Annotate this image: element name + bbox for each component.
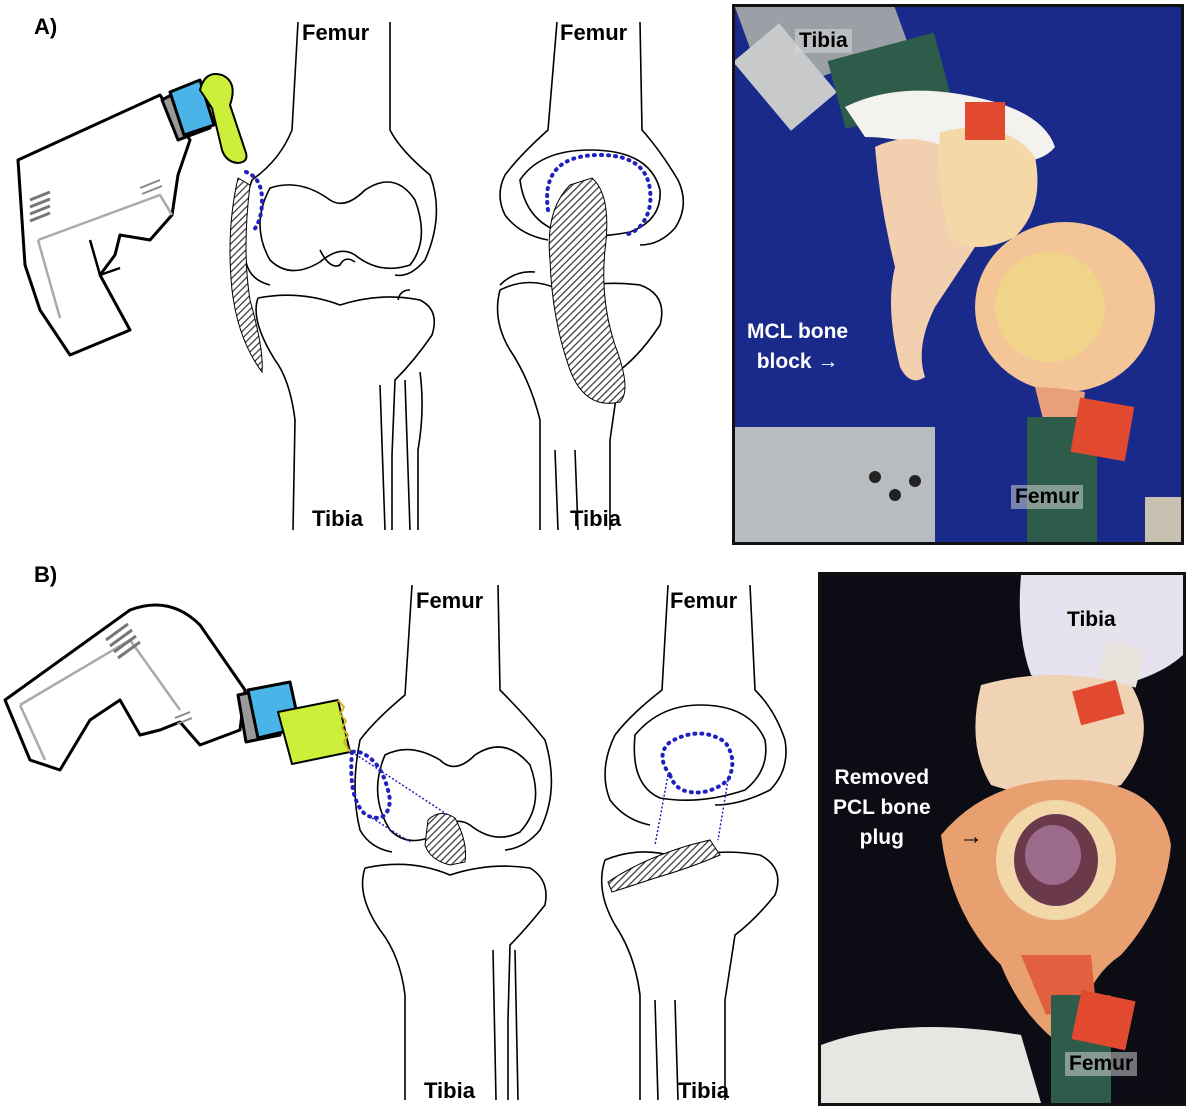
knee-view-a1 bbox=[243, 22, 436, 530]
photo-b-tibia-label: Tibia bbox=[1063, 608, 1120, 632]
photo-a-femur-label: Femur bbox=[1011, 485, 1083, 509]
tibia-label-b1: Tibia bbox=[424, 1078, 475, 1104]
photo-b-femur-label: Femur bbox=[1065, 1052, 1137, 1076]
tibia-label-b2: Tibia bbox=[678, 1078, 729, 1104]
specimen-photo-a: Tibia Femur MCL bone block → bbox=[732, 4, 1184, 545]
photo-b-annotation-line3: plug bbox=[833, 823, 931, 853]
tibia-label-a1: Tibia bbox=[312, 506, 363, 532]
drill-icon-a bbox=[18, 74, 246, 355]
photo-b-annotation-line1: Removed bbox=[833, 763, 931, 793]
bone-plug-dots-b2 bbox=[663, 734, 733, 793]
pcl-hatch-b2 bbox=[608, 840, 720, 892]
tibia-label-a2: Tibia bbox=[570, 506, 621, 532]
photo-a-tibia-label: Tibia bbox=[795, 29, 852, 53]
pcl-hatch-a bbox=[549, 178, 625, 403]
photo-a-annotation-line1: MCL bone bbox=[747, 317, 848, 347]
knee-view-b2 bbox=[602, 585, 786, 1100]
femur-label-a1: Femur bbox=[302, 20, 369, 46]
femur-label-a2: Femur bbox=[560, 20, 627, 46]
specimen-photo-b: Tibia Femur Removed PCL bone plug → bbox=[818, 572, 1186, 1106]
photo-b-annotation: Removed PCL bone plug bbox=[833, 763, 931, 853]
femur-label-b1: Femur bbox=[416, 588, 483, 614]
photo-a-annotation-line2: block → bbox=[747, 347, 848, 377]
photo-a-annotation: MCL bone block → bbox=[747, 317, 848, 377]
photo-b-annotation-arrow: → bbox=[959, 823, 983, 851]
photo-b-annotation-line2: PCL bone bbox=[833, 793, 931, 823]
femur-label-b2: Femur bbox=[670, 588, 737, 614]
drill-icon-b bbox=[5, 605, 350, 770]
mcl-hatch-a bbox=[230, 178, 262, 372]
